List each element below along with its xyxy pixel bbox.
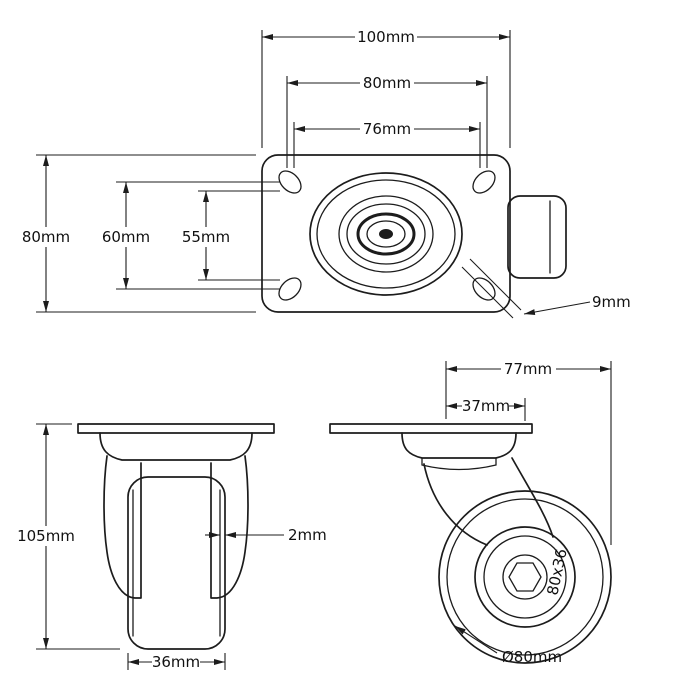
wheel-circle-outer bbox=[438, 490, 612, 664]
kingpin-center bbox=[379, 229, 393, 239]
bolt-slot-bottom-left bbox=[278, 277, 302, 301]
kingpin-ring-inner bbox=[366, 220, 406, 248]
slot-tangent-line bbox=[461, 266, 514, 319]
wheel-circle-hub bbox=[474, 526, 576, 628]
label-bg bbox=[19, 227, 73, 247]
dim-overall-width: 100mm bbox=[261, 27, 511, 148]
top-view: 100mm 80mm 76mm 80mm bbox=[19, 27, 631, 319]
label-bg bbox=[360, 119, 414, 139]
front-plate-outline bbox=[77, 423, 275, 434]
kingpin-ring bbox=[356, 212, 416, 256]
dim-label-swivel-offset: 37mm bbox=[462, 397, 510, 415]
dim-label-overall-height: 105mm bbox=[17, 527, 75, 545]
bolt-slot-top-left bbox=[278, 170, 302, 194]
swivel-housing-dome bbox=[99, 432, 253, 461]
dim-label-plate-depth: 80mm bbox=[22, 228, 70, 246]
dim-label-inner-spacing-width: 76mm bbox=[363, 120, 411, 138]
bearing-ring-outer-inner bbox=[316, 179, 456, 289]
wheel-circle-hub-inner bbox=[483, 535, 567, 619]
label-bg bbox=[462, 396, 509, 416]
label-bg bbox=[152, 652, 200, 672]
side-plate-outline bbox=[329, 423, 533, 434]
fork-leg-left bbox=[103, 455, 142, 599]
dim-swivel-offset: 37mm bbox=[446, 396, 526, 421]
dim-label-inner-spacing-depth: 55mm bbox=[182, 228, 230, 246]
mounting-plate-outline bbox=[261, 154, 511, 313]
swivel-head bbox=[401, 432, 517, 459]
dim-label-wheel-diameter: Ø80mm bbox=[502, 648, 562, 666]
label-bg bbox=[16, 526, 76, 546]
wheel-marking-text: 80x36 bbox=[543, 547, 570, 597]
wheel-front-outline bbox=[127, 476, 226, 650]
label-bg bbox=[179, 227, 233, 247]
dim-label-overall-width: 100mm bbox=[357, 28, 415, 46]
bearing-ring-mid bbox=[338, 195, 434, 273]
swivel-head-lip bbox=[421, 457, 497, 471]
axle-boss-circle bbox=[502, 554, 548, 600]
label-bg bbox=[501, 359, 556, 379]
dim-inner-spacing-width: 76mm bbox=[293, 119, 481, 168]
bearing-ring-outer bbox=[309, 172, 463, 296]
wheel-side-block bbox=[507, 195, 567, 279]
slot-tangent-line bbox=[469, 258, 522, 311]
dim-bolt-spacing-depth: 60mm bbox=[99, 181, 280, 290]
dim-label-tread-thickness: 2mm bbox=[288, 526, 327, 544]
wheel-circle-tread bbox=[446, 498, 604, 656]
dim-label-bolt-hole: 9mm bbox=[592, 293, 631, 311]
leader-line bbox=[454, 625, 498, 654]
bearing-ring-mid-inner bbox=[346, 203, 426, 265]
leader-line bbox=[523, 301, 591, 315]
axle-hex-nut bbox=[508, 562, 542, 592]
dim-wheel-width: 36mm bbox=[127, 652, 226, 672]
fork-arm-front-edge bbox=[423, 463, 488, 546]
label-bg bbox=[99, 227, 153, 247]
label-bg bbox=[360, 73, 414, 93]
dim-inner-spacing-depth: 55mm bbox=[179, 190, 280, 281]
dim-tread-thickness: 2mm bbox=[205, 526, 327, 544]
dim-label-bolt-spacing-width: 80mm bbox=[363, 74, 411, 92]
dim-bolt-spacing-width: 80mm bbox=[286, 73, 488, 168]
dim-wheel-diameter: Ø80mm bbox=[454, 625, 562, 666]
dim-label-wheel-width: 36mm bbox=[152, 653, 200, 671]
front-view: 105mm 2mm 36mm bbox=[16, 423, 327, 672]
dim-plate-depth: 80mm bbox=[19, 154, 256, 313]
dim-overall-height: 105mm bbox=[16, 423, 120, 650]
dim-overall-length: 77mm bbox=[445, 359, 612, 545]
side-view: 80x36 77mm 37mm Ø80mm bbox=[329, 359, 612, 666]
label-bg bbox=[355, 27, 417, 47]
fork-leg-right bbox=[210, 455, 249, 599]
dim-label-bolt-spacing-depth: 60mm bbox=[102, 228, 150, 246]
fork-arm-rear-edge bbox=[511, 457, 554, 538]
dim-label-overall-length: 77mm bbox=[504, 360, 552, 378]
bolt-slot-top-right bbox=[472, 170, 496, 194]
dim-bolt-hole: 9mm bbox=[461, 258, 631, 319]
